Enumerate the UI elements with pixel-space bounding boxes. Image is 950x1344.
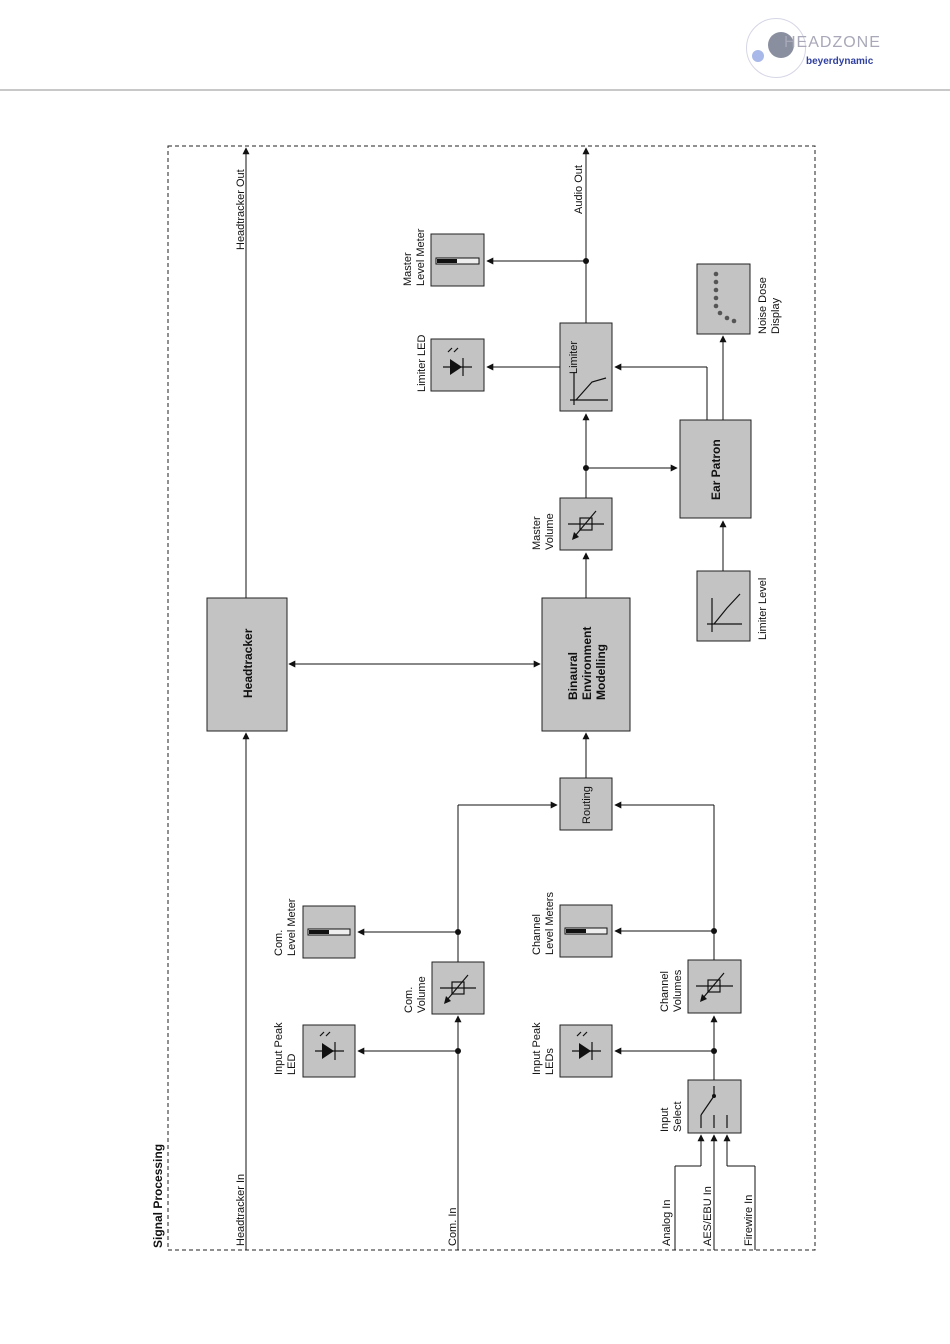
input-peak-led-label-1: Input Peak [273,1022,285,1075]
routing-block [559,777,613,831]
input-select-label-2: Select [672,1101,684,1132]
volume-icon [696,972,733,1002]
ear-patron-block [679,419,752,519]
firewire-in-label: Firewire In [743,1195,755,1246]
led-icon [315,1031,344,1060]
logo-ring-icon [746,18,806,78]
binaural-label-3: Modelling [594,644,608,700]
logo-brand-text: HEADZONE [784,34,881,51]
channel-volumes-label-2: Volumes [672,969,684,1012]
input-select-label-1: Input [659,1108,671,1132]
limiter-block [559,322,613,412]
diagram-title: Signal Processing [151,1144,165,1248]
limiter-led-label: Limiter LED [416,334,428,392]
logo-dot-icon [768,32,794,58]
limiter-level-label: Limiter Level [757,578,769,640]
noise-dose-display-block [696,263,751,335]
led-icon [443,347,472,376]
aes-ebu-in-label: AES/EBU In [702,1186,714,1246]
logo-sub-text: beyerdynamic [806,56,874,67]
binaural-label-1: Binaural [566,652,580,700]
diagram-frame [167,145,816,1251]
level-meter-icon [435,257,480,265]
binaural-label-2: Environment [580,627,594,700]
noise-dose-label-1: Noise Dose [757,277,769,334]
headtracker-in-label: Headtracker In [235,1174,247,1246]
input-peak-led-label-2: LED [286,1054,298,1075]
binaural-block [541,597,631,732]
master-volume-label-1: Master [531,516,543,550]
com-level-meter-label-2: Level Meter [286,898,298,956]
master-volume-label-2: Volume [544,513,556,550]
headzone-logo: HEADZONE beyerdynamic [738,16,888,78]
led-icon [572,1031,601,1060]
input-peak-leds-label-1: Input Peak [531,1022,543,1075]
logo-small-dot-icon [752,50,764,62]
switch-icon [700,1086,728,1128]
input-peak-leds-label-2: LEDs [544,1048,556,1075]
com-volume-label-2: Volume [416,976,428,1013]
channel-level-meters-label-1: Channel [531,914,543,955]
channel-level-meters-label-2: Level Meters [544,892,556,955]
headtracker-out-label: Headtracker Out [235,169,247,250]
limiter-level-curve-icon [707,593,742,632]
limiter-level-block [696,570,751,642]
com-level-meter-label-1: Com. [273,930,285,956]
channel-volumes-label-1: Channel [659,971,671,1012]
com-in-label: Com. In [447,1207,459,1246]
master-level-meter-label-1: Master [402,252,414,286]
header-divider [0,89,950,91]
level-meter-icon [564,927,608,935]
analog-in-label: Analog In [661,1200,673,1246]
volume-icon [568,510,604,540]
headtracker-block [206,597,288,732]
audio-out-label: Audio Out [573,165,585,214]
headtracker-label: Headtracker [241,628,255,698]
volume-icon [440,974,476,1004]
com-volume-label-1: Com. [403,987,415,1013]
limiter-curve-icon [570,372,608,405]
master-level-meter-label-2: Level Meter [415,228,427,286]
dose-dots-icon [713,271,737,324]
noise-dose-label-2: Display [770,297,782,334]
level-meter-icon [307,928,351,936]
routing-label: Routing [581,786,593,824]
limiter-label: Limiter [568,341,580,374]
ear-patron-label: Ear Patron [709,439,723,500]
